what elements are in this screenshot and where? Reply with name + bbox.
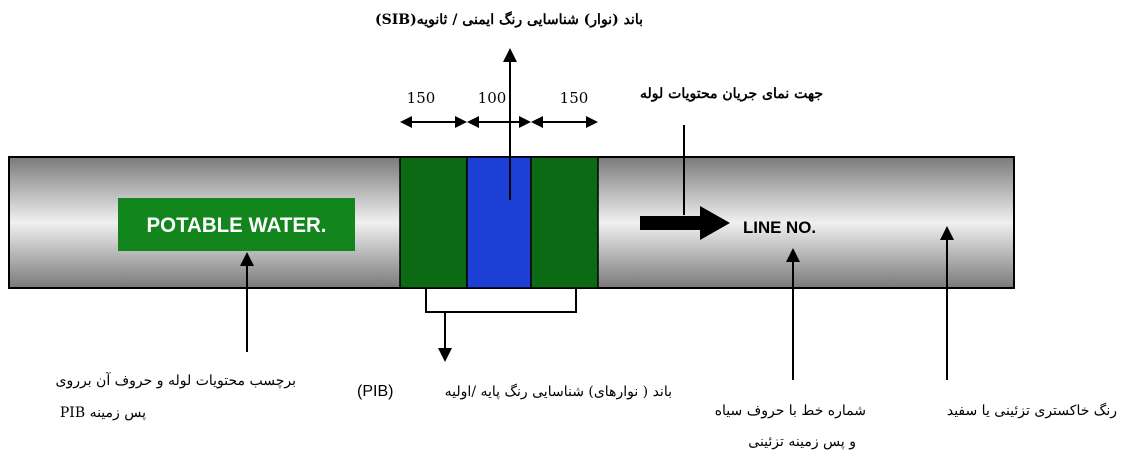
pib-bracket xyxy=(425,288,577,313)
dimension-right-value: 150 xyxy=(560,89,589,107)
contents-label-box xyxy=(118,198,355,251)
dimension-left-value: 150 xyxy=(407,89,436,107)
pipe-color-caption: رنگ خاکستری تزئینی یا سفید xyxy=(946,403,1117,419)
dimension-arrowheads xyxy=(400,116,598,128)
label-caption-line2: پس زمینه PIB xyxy=(59,405,146,421)
pib-band-right xyxy=(530,156,599,289)
sib-caption: باند (نوار) شناسایی رنگ ایمنی / ثانویه(S… xyxy=(375,12,643,28)
line-number-caption-line2: و پس زمینه تزئینی xyxy=(748,434,856,450)
pib-pointer-head xyxy=(438,348,452,362)
pipe-color-pointer-head xyxy=(940,226,954,240)
pib-caption: باند ( نوارهای) شناسایی رنگ پایه /اولیه xyxy=(444,384,672,400)
flow-direction-arrow xyxy=(640,206,730,240)
line-number-text: LINE NO. xyxy=(743,218,816,237)
dimension-middle-value: 100 xyxy=(478,89,507,107)
sib-pointer-head xyxy=(503,48,517,62)
pib-abbr-caption: (PIB) xyxy=(357,383,394,400)
flow-direction-caption: جهت نمای جریان محتویات لوله xyxy=(640,86,823,102)
pib-band-left xyxy=(399,156,468,289)
label-caption-line1: برچسب محتویات لوله و حروف آن برروی xyxy=(55,373,296,389)
contents-label-text: POTABLE WATER. xyxy=(147,214,327,237)
line-number-caption-line1: شماره خط با حروف سیاه xyxy=(714,403,866,419)
line-number-pointer-head xyxy=(786,248,800,262)
label-pointer-head xyxy=(240,252,254,266)
sib-band xyxy=(466,156,532,289)
